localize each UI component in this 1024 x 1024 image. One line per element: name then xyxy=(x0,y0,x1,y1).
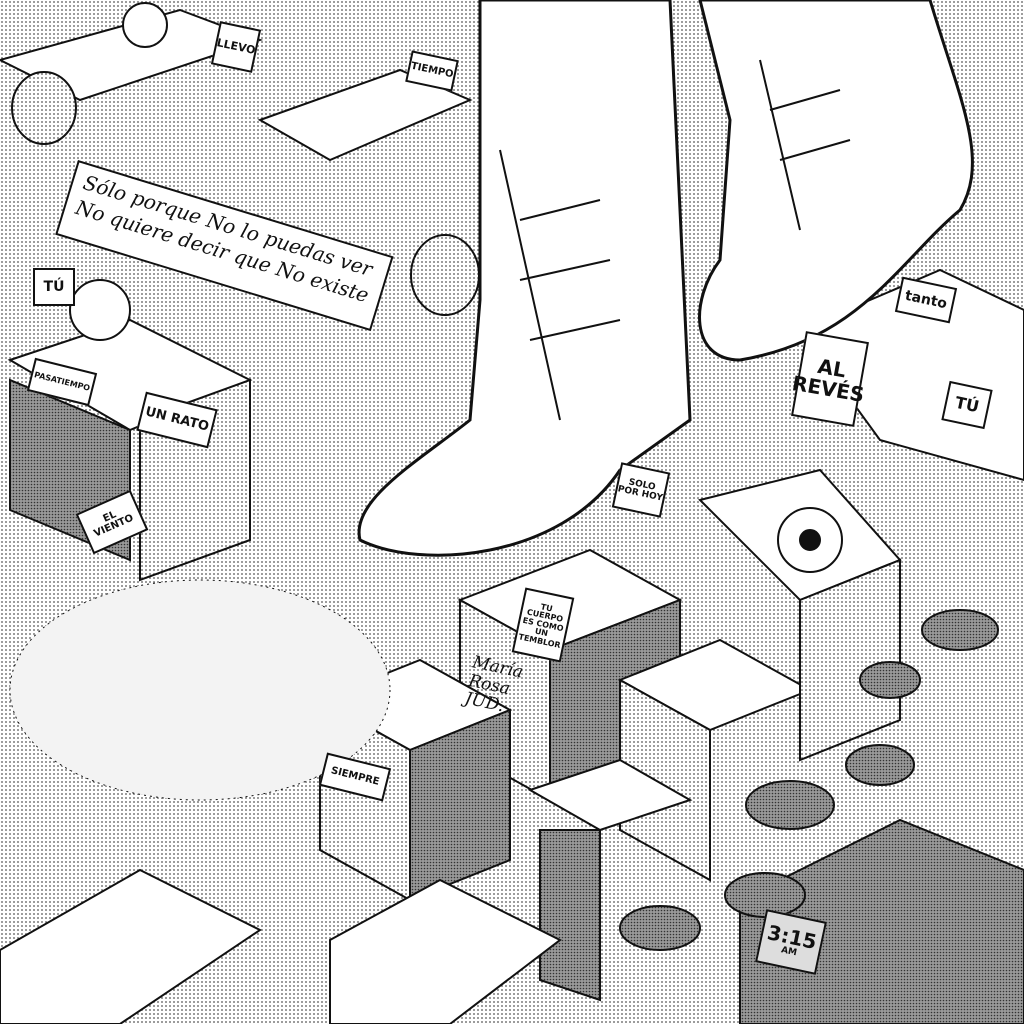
giant-boots xyxy=(357,0,974,557)
clock-am: AM xyxy=(780,945,798,959)
sign-al-reves-line-2: REVÉS xyxy=(790,370,867,407)
sign-llevo: LLEVO xyxy=(210,21,262,73)
crowd xyxy=(9,579,391,801)
sign-tu-left: TÚ xyxy=(33,268,75,306)
decorations xyxy=(11,2,999,951)
sign-solo-por-hoy: SOLO POR HOY xyxy=(611,462,671,518)
